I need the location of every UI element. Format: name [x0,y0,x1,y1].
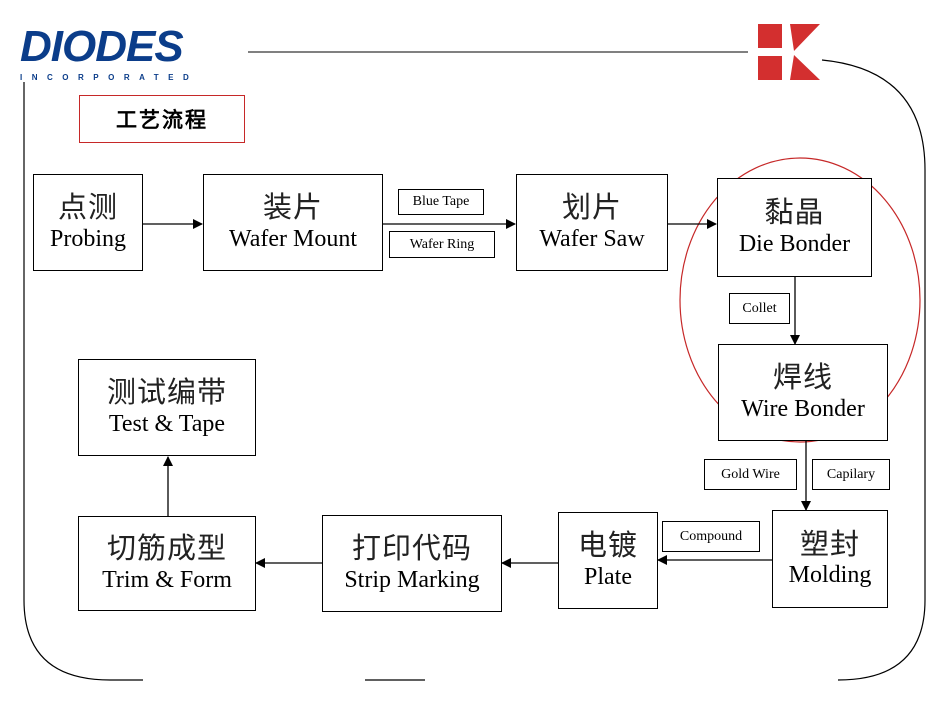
step-mount-cn: 装片 [262,190,323,225]
step-trim-en: Trim & Form [102,566,232,593]
step-die-cn: 黏晶 [764,195,825,230]
step-test-tape: 测试编带 Test & Tape [78,359,256,456]
step-probing-cn: 点测 [57,190,118,225]
step-saw-en: Wafer Saw [539,225,645,252]
logo-name: DIODES [20,22,184,71]
tag-compound: Compound [662,521,760,552]
tag-gold-wire: Gold Wire [704,459,797,490]
step-wafer-mount: 装片 Wafer Mount [203,174,383,271]
step-saw-cn: 划片 [561,190,622,225]
step-test-en: Test & Tape [108,410,226,437]
tag-blue-tape: Blue Tape [398,189,484,215]
tag-collet: Collet [729,293,790,324]
step-marking-en: Strip Marking [344,566,480,593]
step-wire-cn: 焊线 [772,360,833,395]
logo-tagline: INCORPORATED [20,73,199,82]
step-molding-en: Molding [788,562,872,589]
step-die-en: Die Bonder [738,230,851,257]
step-trim-form: 切筋成型 Trim & Form [78,516,256,611]
step-probing-en: Probing [49,225,126,252]
step-marking-cn: 打印代码 [351,531,472,566]
step-probing: 点测 Probing [33,174,143,271]
tag-wafer-ring: Wafer Ring [389,231,495,258]
step-wire-en: Wire Bonder [741,395,865,422]
step-test-cn: 测试编带 [106,375,227,410]
step-die-bonder: 黏晶 Die Bonder [717,178,872,277]
step-wafer-saw: 划片 Wafer Saw [516,174,668,271]
step-plate: 电镀 Plate [558,512,658,609]
tag-capillary: Capilary [812,459,890,490]
k-logo-icon [758,24,820,80]
step-trim-cn: 切筋成型 [106,531,227,566]
diodes-logo: DIODES INCORPORATED [20,22,199,83]
step-plate-en: Plate [584,563,632,590]
step-strip-marking: 打印代码 Strip Marking [322,515,502,612]
step-molding: 塑封 Molding [772,510,888,608]
step-mount-en: Wafer Mount [228,225,358,252]
step-molding-cn: 塑封 [799,526,860,561]
page-title: 工艺流程 [79,95,245,143]
step-plate-cn: 电镀 [577,528,638,563]
step-wire-bonder: 焊线 Wire Bonder [718,344,888,441]
